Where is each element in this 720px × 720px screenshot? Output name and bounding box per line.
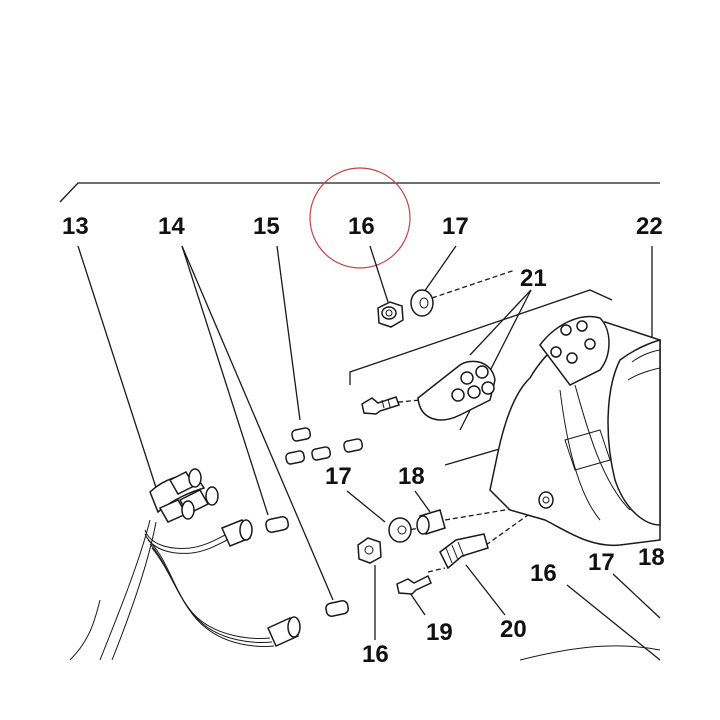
- screw-19: [396, 574, 432, 595]
- label-16-top: 16: [348, 213, 375, 240]
- label-14: 14: [158, 213, 185, 240]
- highlight-circle: [309, 167, 411, 269]
- wiring-harness-13: [99, 468, 301, 661]
- housing-22: [489, 315, 661, 547]
- nut-16-bottom: [357, 537, 382, 564]
- label-13: 13: [62, 213, 89, 240]
- connector-block-21: [417, 360, 496, 421]
- frame-border: [59, 182, 660, 203]
- screw-21: [361, 396, 400, 415]
- label-16-bottom: 16: [362, 641, 389, 668]
- label-18-mid: 18: [398, 463, 425, 490]
- harness-tail: [69, 599, 101, 661]
- spacer-18-mid: [416, 509, 446, 535]
- label-15: 15: [253, 213, 280, 240]
- label-21: 21: [520, 265, 547, 292]
- washer-17-top: [410, 289, 434, 317]
- label-16-right: 16: [530, 560, 557, 587]
- bolt-20: [439, 533, 489, 570]
- label-19: 19: [426, 619, 453, 646]
- label-22: 22: [636, 213, 663, 240]
- nut-16-top: [377, 301, 404, 328]
- label-17-right: 17: [588, 549, 615, 576]
- washer-17-mid: [388, 517, 412, 543]
- leader-lines: [77, 245, 661, 661]
- sleeves-15: [265, 427, 364, 617]
- bracket-21-top: [349, 289, 613, 385]
- label-20: 20: [500, 616, 527, 643]
- label-17-top: 17: [442, 213, 469, 240]
- housing-base-edge: [519, 645, 661, 661]
- label-18-right: 18: [638, 544, 665, 571]
- label-17-mid: 17: [325, 463, 352, 490]
